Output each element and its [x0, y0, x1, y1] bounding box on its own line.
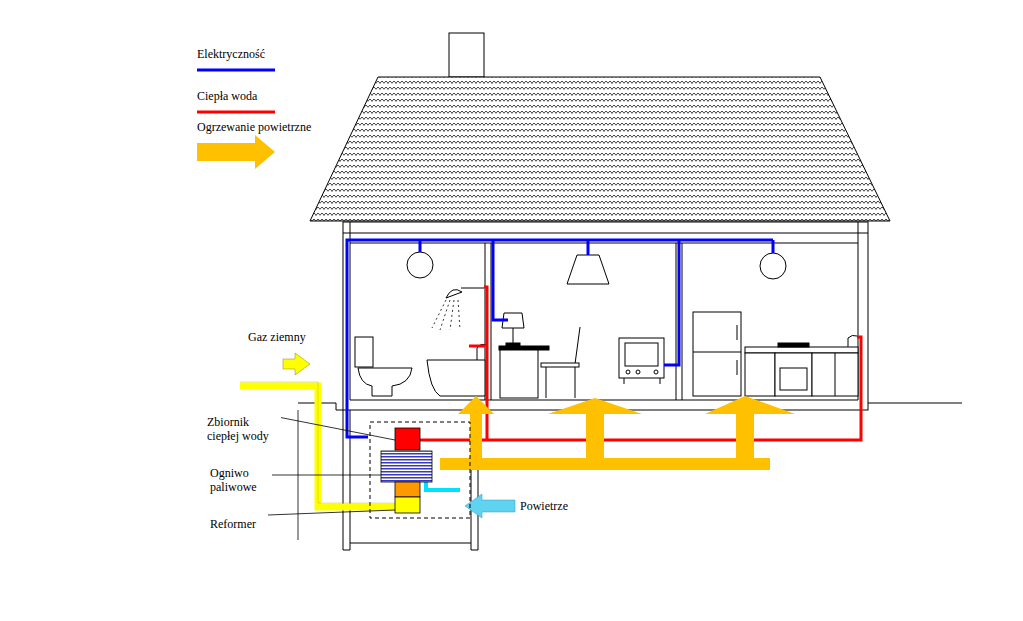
legend-text: Ciepła woda — [197, 89, 257, 103]
legend-text: Elektryczność — [197, 47, 265, 61]
legend-text: Ogrzewanie powietrzne — [197, 120, 311, 134]
part-label: Zbiornik ciepłej wody — [205, 414, 281, 444]
part-label: Powietrze — [520, 499, 600, 513]
part-label: Ogniwo paliwowe — [208, 465, 272, 495]
part-label: Gaz ziemny — [248, 330, 338, 344]
part-label: Reformer — [208, 516, 272, 532]
